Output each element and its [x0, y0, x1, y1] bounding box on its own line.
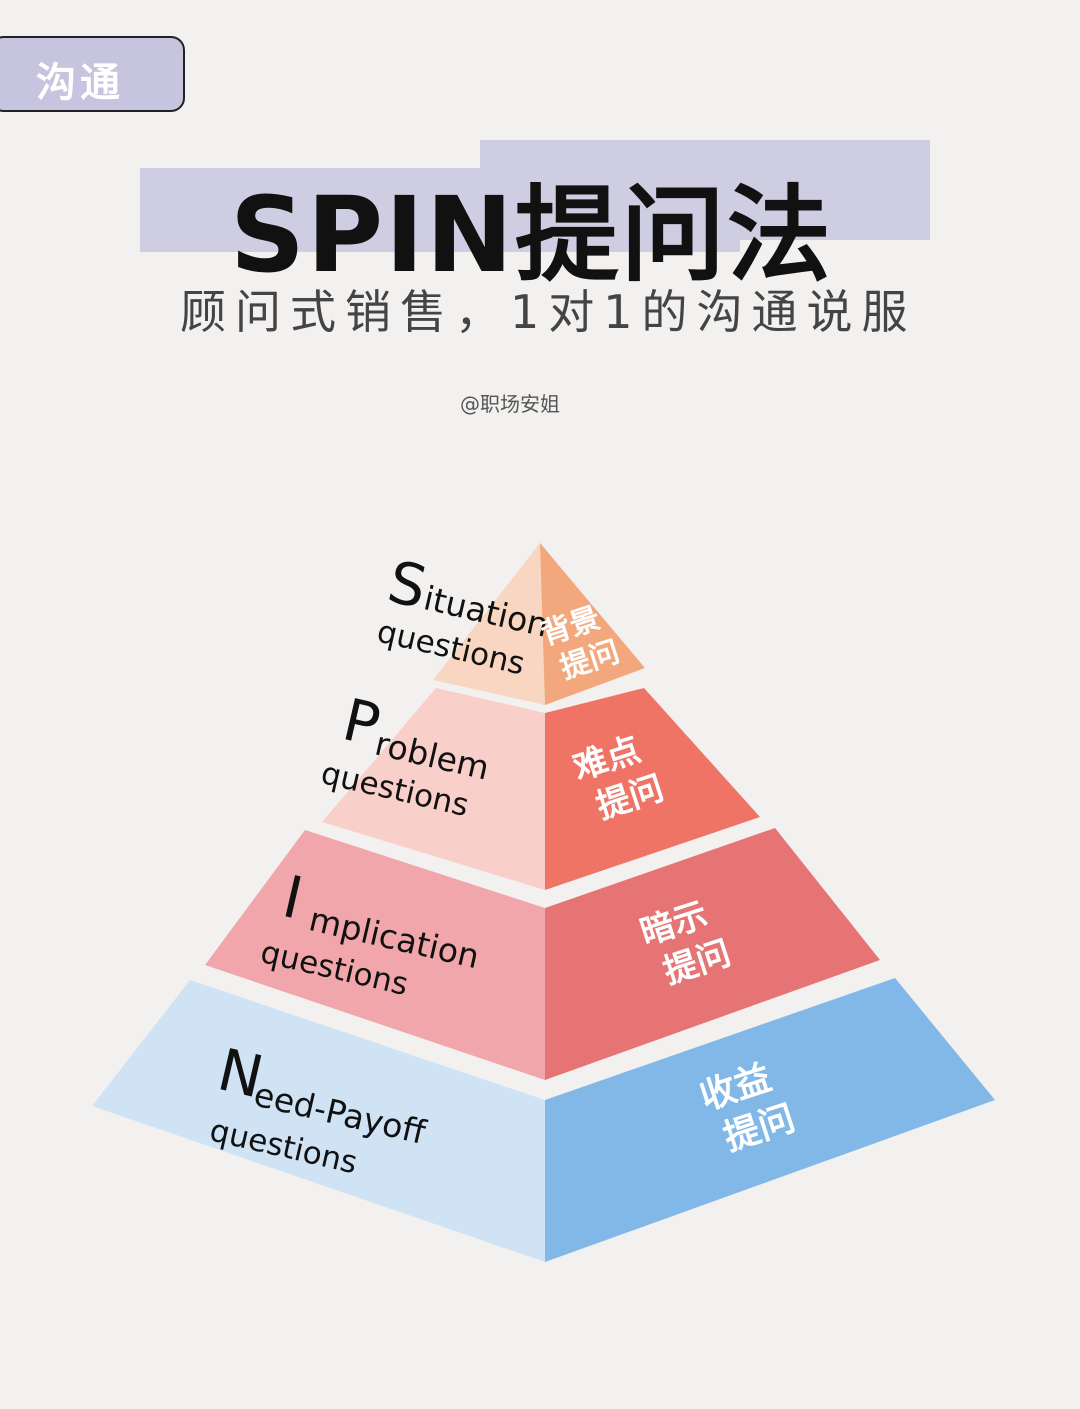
tier-situation-right-face: [540, 543, 645, 705]
title-highlight-2: [480, 140, 930, 240]
tier-implication: I mplication questions 暗示 提问: [205, 828, 880, 1080]
tier-need-payoff-right-face: [545, 978, 995, 1262]
tier-situation-left-face: [433, 543, 545, 705]
tier-problem-left-face: [322, 688, 545, 890]
category-tag: 沟通: [0, 36, 185, 112]
page-subtitle: 顾问式销售，1对1的沟通说服: [180, 285, 917, 339]
author-handle: @职场安姐: [460, 392, 560, 416]
tier-implication-right-face: [545, 828, 880, 1080]
tier-need-payoff-left-face: [92, 980, 545, 1262]
category-tag-label: 沟通: [36, 60, 124, 106]
page-title: SPIN提问法: [230, 174, 833, 296]
tier-implication-left-face: [205, 830, 545, 1080]
tier-need-payoff: N eed-Payoff questions 收益 提问: [92, 978, 995, 1262]
tier-problem-right-face: [545, 688, 760, 890]
tier-situation: S ituation questions 背景 提问: [374, 543, 645, 705]
tier-problem: P roblem questions 难点 提问: [318, 685, 760, 890]
